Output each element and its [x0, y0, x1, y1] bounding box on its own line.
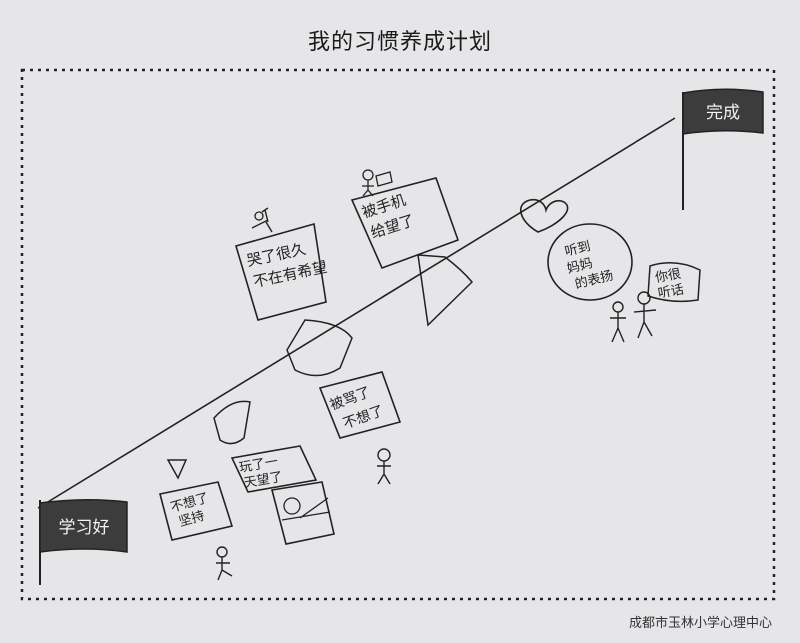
svg-text:你很 听话: 你很 听话: [654, 266, 689, 302]
phone-user-icon: [362, 171, 393, 197]
triangle-marker: [166, 459, 188, 480]
note-cried: 哭了很久 不在有希望: [235, 207, 329, 321]
note-tired: 玩了一 天望了: [230, 445, 335, 545]
cup-shape-3: [417, 254, 474, 327]
cup-shape-1: [213, 400, 251, 445]
note-mom: 听到 妈妈 的表扬: [547, 223, 633, 301]
note-tired-line-2: 天望了: [243, 469, 284, 492]
note-phone: 被手机 给望了: [350, 169, 460, 270]
sleeping-face-icon: [283, 497, 301, 515]
page-title: 我的习惯养成计划: [307, 30, 492, 55]
note-mom-line-1: 听到: [563, 239, 592, 260]
note-praise: 你很 听话: [647, 262, 701, 303]
end-flag: 完成: [682, 88, 764, 210]
note-tired-line-1: 玩了一: [238, 454, 279, 476]
sitting-figure-icon: [216, 546, 233, 581]
svg-text:玩了一 天望了: 玩了一 天望了: [238, 454, 286, 492]
dotted-border: [20, 68, 776, 601]
note-scolded: 被骂了 不想了: [318, 371, 402, 485]
cup-shape-2: [286, 319, 353, 377]
svg-text:哭了很久 不在有希望: 哭了很久 不在有希望: [245, 236, 329, 291]
heart-icon: [519, 198, 569, 233]
progress-line: [37, 117, 676, 509]
start-flag: 学习好: [39, 499, 128, 585]
bed-drawing: [271, 481, 335, 545]
svg-text:听到 妈妈 的表扬: 听到 妈妈 的表扬: [561, 235, 615, 293]
mom-child-figures: [610, 291, 657, 343]
note-praise-line-2: 听话: [657, 282, 685, 301]
note-notthink-line-2: 坚持: [177, 509, 206, 531]
footer-credit: 成都市玉林小学心理中心: [628, 616, 772, 631]
svg-text:被骂了 不想了: 被骂了 不想了: [328, 382, 386, 434]
note-notthink: 不想了 坚持: [159, 481, 234, 581]
stick-figure-icon: [251, 207, 273, 233]
end-flag-label: 完成: [706, 103, 740, 123]
svg-text:被手机 给望了: 被手机 给望了: [360, 189, 420, 242]
sad-figure-icon: [377, 448, 391, 485]
svg-text:不想了 坚持: 不想了 坚持: [169, 489, 219, 532]
start-flag-label: 学习好: [59, 518, 110, 538]
note-mom-line-2: 妈妈: [566, 256, 595, 277]
note-praise-line-1: 你很: [654, 267, 682, 286]
